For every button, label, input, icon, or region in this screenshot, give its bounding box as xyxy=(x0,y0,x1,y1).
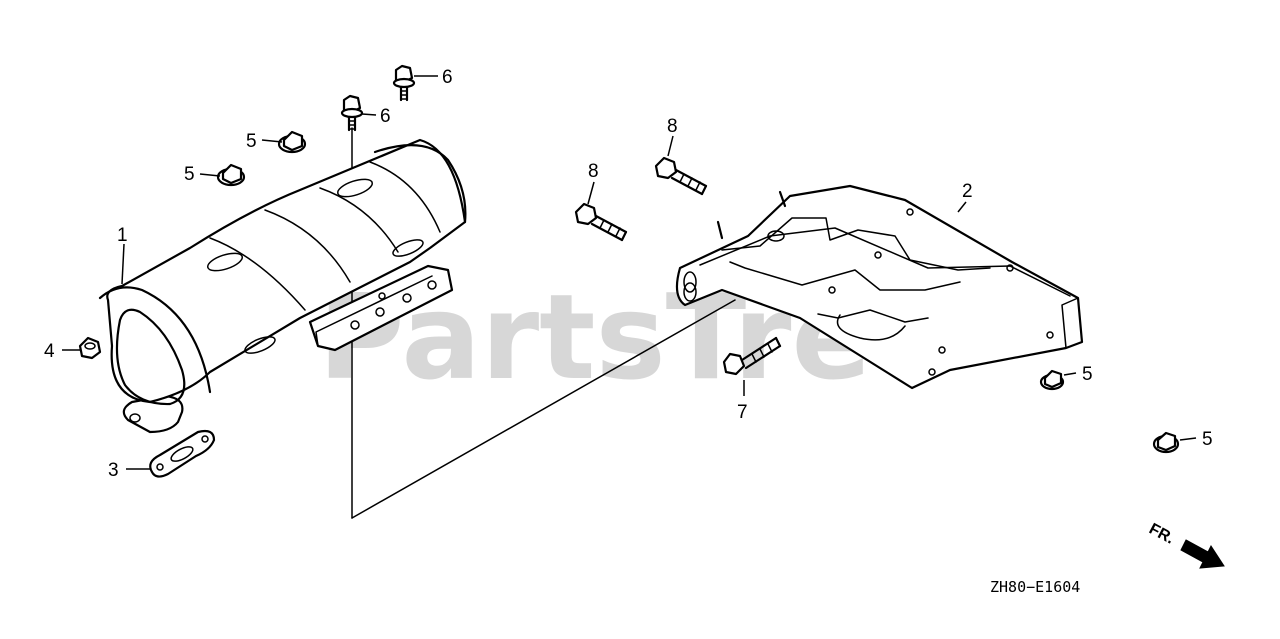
diagram-code: ZH80−E1604 xyxy=(990,578,1080,596)
flange-bolt-7[interactable] xyxy=(722,336,782,376)
gasket-part[interactable] xyxy=(149,429,216,478)
callout-1: 1 xyxy=(117,225,128,246)
front-marker-label: FR. xyxy=(1146,521,1177,548)
muffler-protector-part[interactable] xyxy=(675,184,1084,390)
flange-nut-5c[interactable] xyxy=(1039,369,1065,391)
flange-bolt-6a[interactable] xyxy=(392,64,416,102)
callout-8a: 8 xyxy=(667,116,678,137)
callout-3: 3 xyxy=(108,460,119,481)
callout-5b: 5 xyxy=(184,164,195,185)
callout-6b: 6 xyxy=(380,106,391,127)
flange-bolt-8a[interactable] xyxy=(654,156,708,196)
leader-lines xyxy=(62,75,1197,470)
flange-bolt-8b[interactable] xyxy=(574,202,628,242)
callout-5c: 5 xyxy=(1082,364,1093,385)
flange-nut-5b[interactable] xyxy=(216,163,246,187)
callout-5d: 5 xyxy=(1202,429,1213,450)
callout-4: 4 xyxy=(44,341,55,362)
flange-nut-5a[interactable] xyxy=(277,130,307,154)
callout-2: 2 xyxy=(962,181,973,202)
callout-7: 7 xyxy=(737,402,748,423)
nut-part-4[interactable] xyxy=(78,336,102,360)
callout-8b: 8 xyxy=(588,161,599,182)
callout-6a: 6 xyxy=(442,67,453,88)
front-arrow-icon xyxy=(1180,539,1225,569)
muffler-part[interactable] xyxy=(98,138,467,434)
callout-5a: 5 xyxy=(246,131,257,152)
flange-nut-5d[interactable] xyxy=(1152,431,1180,454)
front-direction-indicator: FR. xyxy=(1146,521,1225,569)
flange-bolt-6b[interactable] xyxy=(340,94,364,132)
